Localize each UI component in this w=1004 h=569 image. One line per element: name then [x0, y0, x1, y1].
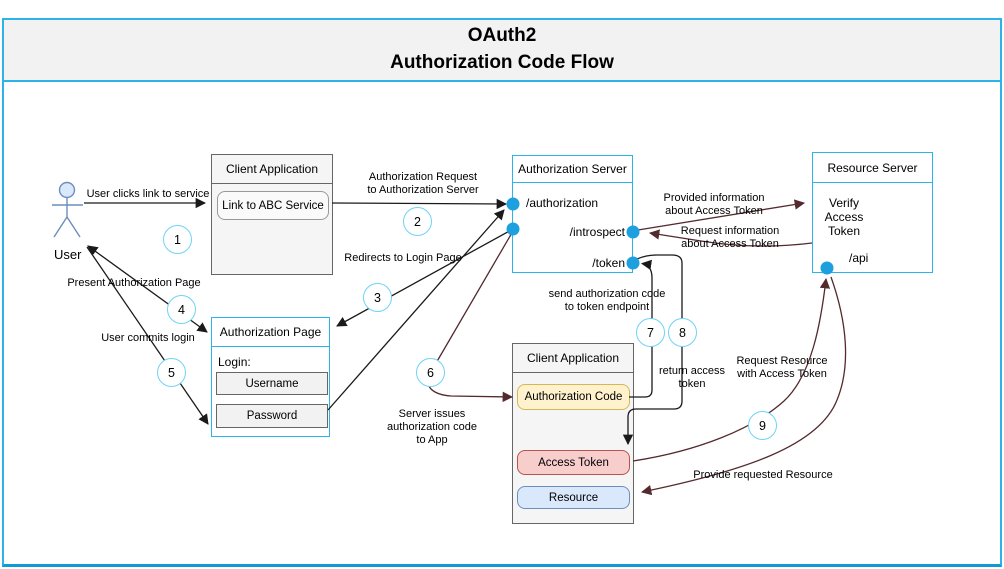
client-application-bottom-header: Client Application: [513, 344, 633, 373]
api-endpoint-label: /api: [849, 251, 869, 265]
label-user-commits-login: User commits login: [101, 332, 195, 344]
step-circle-2: 2: [403, 207, 432, 236]
arrow-authorization-request: [331, 198, 508, 210]
user-actor-icon: [52, 181, 83, 238]
introspect-endpoint-label: /introspect: [569, 225, 625, 239]
password-field[interactable]: Password: [216, 404, 328, 428]
page-title-line1: OAuth2: [467, 25, 537, 47]
step-circle-5: 5: [157, 358, 186, 387]
arrow-login-submit-to-authorization: [327, 209, 505, 411]
authorization-code-chip: Authorization Code: [517, 384, 630, 410]
label-provide-resource: Provide requested Resource: [693, 469, 833, 481]
authorization-server-header: Authorization Server: [513, 156, 632, 183]
username-field[interactable]: Username: [216, 372, 328, 395]
redirect-port-dot: [506, 222, 520, 236]
connection-ports: [506, 197, 834, 275]
label-request-information: Request information about Access Token: [680, 225, 780, 251]
step-circle-3: 3: [363, 283, 392, 312]
client-application-top-header: Client Application: [212, 155, 332, 184]
label-user-clicks-link: User clicks link to service: [86, 188, 210, 200]
arrow-send-authorization-code: [629, 259, 653, 398]
user-actor-label: User: [54, 247, 82, 262]
step-circle-4: 4: [167, 295, 196, 324]
label-request-resource: Request Resource with Access Token: [736, 355, 828, 381]
arrow-provided-information: [637, 199, 806, 231]
resource-server-header: Resource Server: [813, 153, 932, 183]
token-port-dot: [626, 256, 640, 270]
page-title-line2: Authorization Code Flow: [390, 52, 614, 73]
label-send-authorization-code: send authorization code to token endpoin…: [548, 288, 666, 314]
label-present-authorization-page: Present Authorization Page: [67, 277, 201, 289]
label-authorization-request: Authorization Request to Authorization S…: [367, 171, 479, 197]
arrow-request-resource: [632, 277, 831, 462]
label-redirects-to-login: Redirects to Login Page: [344, 252, 462, 264]
resource-chip: Resource: [517, 486, 630, 509]
title-bar: OAuth2 Authorization Code Flow: [4, 20, 1000, 82]
api-port-dot: [820, 261, 834, 275]
link-to-abc-service-button[interactable]: Link to ABC Service: [217, 191, 329, 220]
login-label: Login:: [218, 355, 251, 369]
resource-server-box: Resource Server: [812, 152, 933, 273]
access-token-chip: Access Token: [517, 450, 630, 475]
step-circle-1: 1: [163, 225, 192, 254]
step-circle-9: 9: [748, 411, 777, 440]
verify-access-token-label: Verify Access Token: [824, 196, 864, 239]
label-provided-information: Provided information about Access Token: [663, 192, 765, 218]
authorization-page-header: Authorization Page: [212, 318, 329, 347]
arrow-return-access-token: [622, 254, 683, 446]
step-circle-8: 8: [668, 318, 697, 347]
label-return-access-token: return access token: [658, 365, 726, 391]
token-endpoint-label: /token: [592, 256, 625, 270]
arrow-user-commits-login: [86, 246, 209, 425]
introspect-port-dot: [626, 225, 640, 239]
label-server-issues-code: Server issues authorization code to App: [387, 408, 477, 447]
authorization-endpoint-label: /authorization: [526, 196, 599, 210]
step-circle-7: 7: [636, 318, 665, 347]
arrow-redirects-to-login: [336, 228, 514, 327]
diagram-frame: OAuth2 Authorization Code Flow: [2, 18, 1002, 567]
arrow-request-information: [648, 229, 813, 247]
arrow-provide-resource: [640, 276, 847, 496]
authorization-server-box: Authorization Server: [512, 155, 633, 273]
authorization-port-dot: [506, 197, 520, 211]
step-circle-6: 6: [416, 358, 445, 387]
